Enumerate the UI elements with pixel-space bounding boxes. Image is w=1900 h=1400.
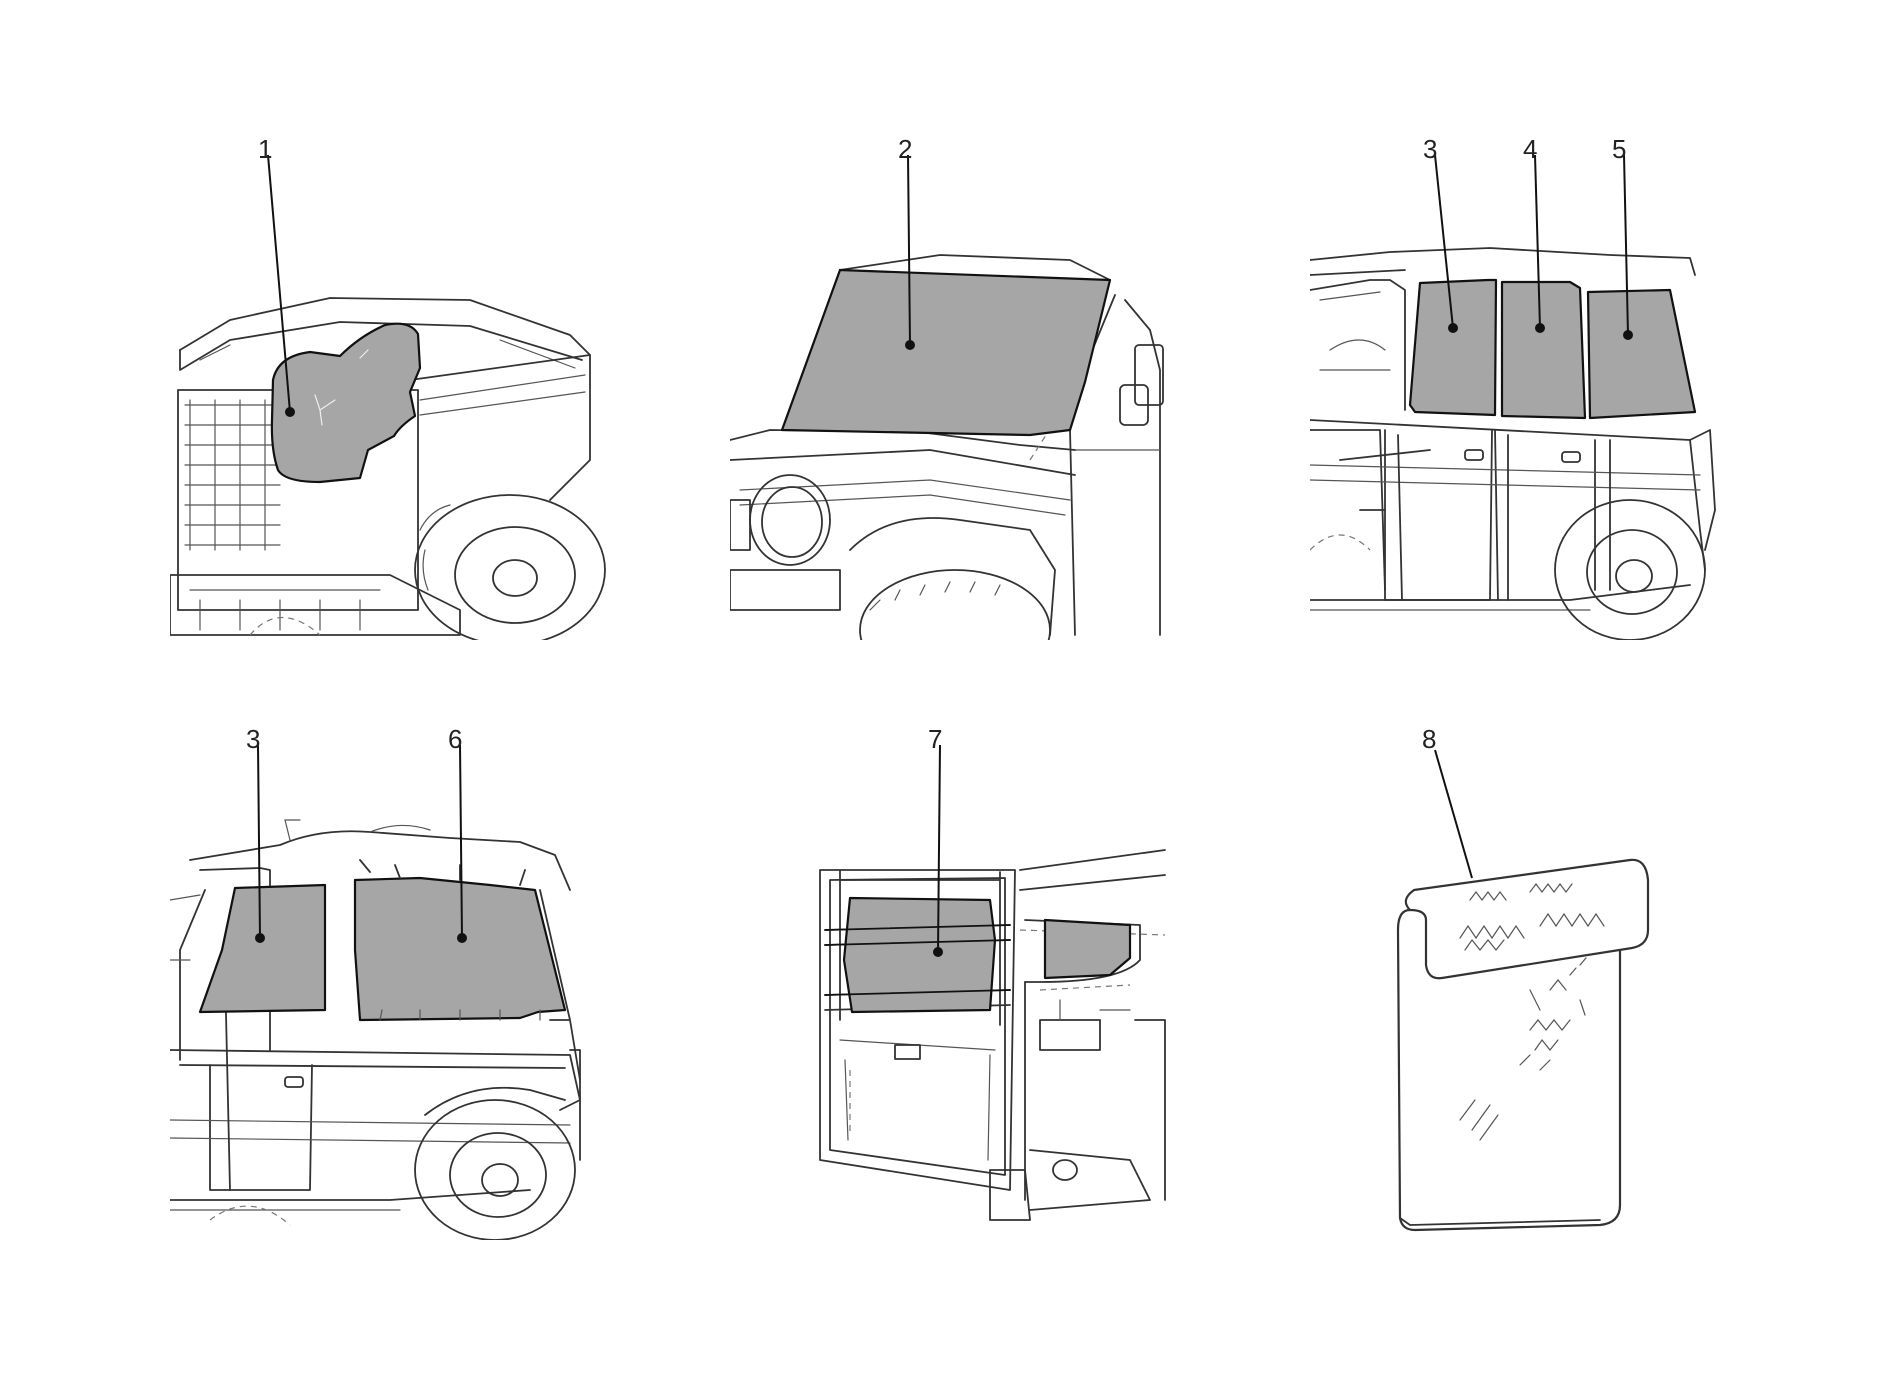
- callout-number: 3: [1423, 134, 1437, 164]
- panel-windscreen-cover: 2: [730, 130, 1170, 640]
- callout-number: 3: [246, 724, 260, 754]
- side-window-cover-4: [1500, 280, 1587, 420]
- callout-number: 5: [1612, 134, 1626, 164]
- side-window-cover: [1043, 918, 1132, 980]
- leader-line: [937, 744, 941, 953]
- panel-storage-bag: 8: [1380, 720, 1700, 1240]
- leader-line: [267, 154, 291, 413]
- leader-line: [459, 744, 463, 939]
- side-windows-softtop-drawing: 3 6: [170, 724, 581, 1240]
- panel-rear-door-window-cover: 7: [800, 720, 1180, 1240]
- callout-number: 1: [258, 134, 272, 164]
- side-window-cover-6: [353, 876, 567, 1022]
- callout-number: 7: [928, 724, 942, 754]
- windscreen-drawing: 2: [730, 134, 1164, 640]
- panel-side-window-covers-softtop: 3 6: [170, 720, 610, 1240]
- callout-dot: [933, 947, 943, 957]
- windscreen-cover-shape: [780, 268, 1112, 437]
- callout-number: 8: [1422, 724, 1436, 754]
- callout-dot: [285, 407, 295, 417]
- leader-line: [907, 154, 911, 346]
- side-window-cover-3: [198, 883, 327, 1014]
- side-window-cover-5: [1586, 288, 1697, 420]
- leader-line: [257, 744, 261, 939]
- leader-line: [1434, 749, 1473, 879]
- callout-dot: [1535, 323, 1545, 333]
- bag-flap: [1404, 858, 1650, 980]
- leader-line: [1534, 154, 1541, 329]
- front-grille-drawing: 1: [170, 134, 606, 640]
- rear-door-window-cover-7: [842, 896, 997, 1014]
- callout-dot: [457, 933, 467, 943]
- side-window-cover-3: [1408, 278, 1498, 417]
- storage-bag-drawing: 8: [1396, 724, 1650, 1232]
- callout-number: 4: [1523, 134, 1537, 164]
- grille-cover-shape: [270, 322, 422, 484]
- panel-front-grille-cover: 1: [170, 130, 610, 640]
- callout-dot: [1623, 330, 1633, 340]
- callout-dot: [1448, 323, 1458, 333]
- panel-side-window-covers-long: 3 4 5: [1310, 130, 1750, 640]
- callout-dot: [255, 933, 265, 943]
- leader-line: [1434, 154, 1454, 329]
- leader-line: [1623, 154, 1629, 336]
- callout-number: 2: [898, 134, 912, 164]
- callout-number: 6: [448, 724, 462, 754]
- callout-dot: [905, 340, 915, 350]
- side-windows-long-drawing: 3 4 5: [1310, 134, 1716, 640]
- rear-door-drawing: 7: [819, 724, 1166, 1221]
